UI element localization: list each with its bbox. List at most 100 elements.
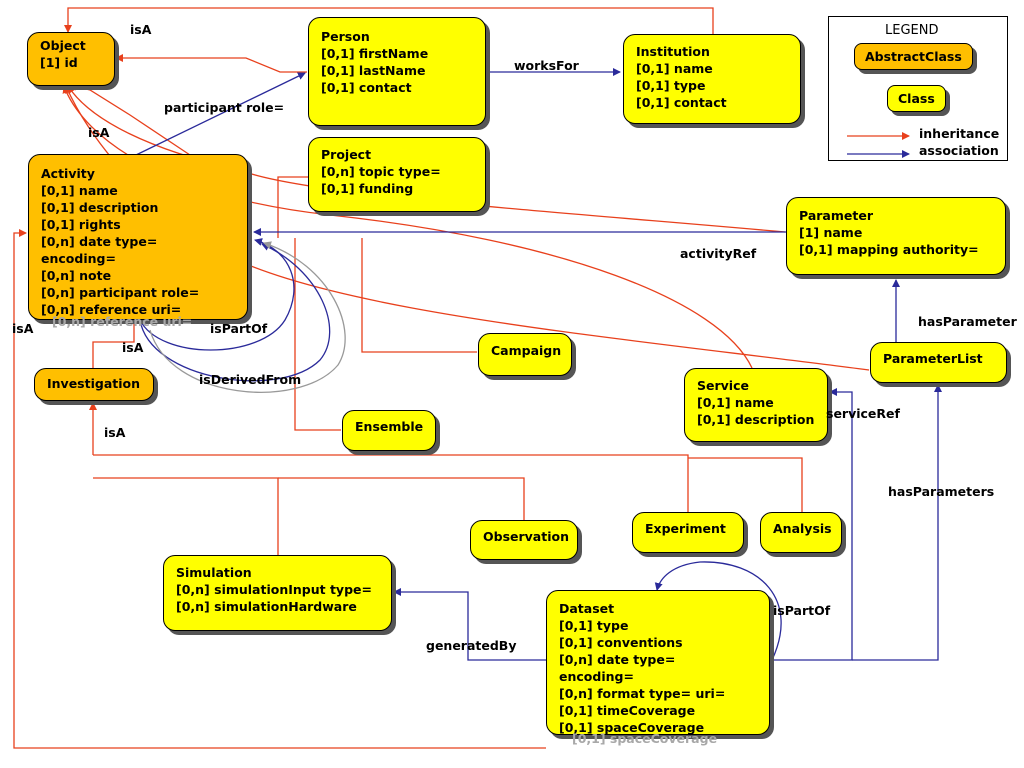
project-attr: [0,n] topic type= bbox=[321, 164, 441, 179]
label-isa-investigation: isA bbox=[122, 340, 144, 355]
object-attr: [1] id bbox=[40, 55, 78, 70]
inheritance-simulation-investigation bbox=[93, 477, 279, 555]
dataset-overflow-text: [0,1] spaceCoverage bbox=[572, 731, 718, 746]
association-is-derived-from-ghost bbox=[149, 241, 346, 393]
analysis-class[interactable]: Analysis bbox=[760, 512, 842, 553]
activity-attr: [0,1] name bbox=[41, 183, 118, 198]
observation-class[interactable]: Observation bbox=[470, 520, 578, 560]
investigation-class[interactable]: Investigation bbox=[34, 368, 154, 401]
label-generated-by: generatedBy bbox=[426, 638, 517, 653]
project-attr: [0,1] funding bbox=[321, 181, 414, 196]
dataset-attr: [0,n] format type= uri= bbox=[559, 686, 726, 701]
object-title: Object bbox=[40, 38, 86, 53]
person-class[interactable]: Person [0,1] firstName [0,1] lastName [0… bbox=[308, 17, 486, 126]
person-title: Person bbox=[321, 29, 370, 44]
inheritance-institution-object bbox=[64, 7, 714, 34]
parameter-attr: [0,1] mapping authority= bbox=[799, 242, 979, 257]
service-attr: [0,1] description bbox=[697, 412, 815, 427]
association-participant-role bbox=[135, 72, 306, 156]
institution-title: Institution bbox=[636, 44, 710, 59]
label-is-part-of-activity: isPartOf bbox=[210, 321, 268, 336]
association-has-parameters bbox=[852, 384, 942, 661]
project-title: Project bbox=[321, 147, 372, 162]
label-works-for: worksFor bbox=[514, 58, 579, 73]
activity-attr: encoding= bbox=[41, 251, 116, 266]
experiment-class[interactable]: Experiment bbox=[632, 512, 744, 553]
analysis-title: Analysis bbox=[773, 521, 832, 536]
institution-class[interactable]: Institution [0,1] name [0,1] type [0,1] … bbox=[623, 34, 801, 124]
label-isa-top: isA bbox=[130, 22, 152, 37]
label-isa-activity: isA bbox=[88, 125, 110, 140]
activity-attr: [0,n] participant role= bbox=[41, 285, 200, 300]
legend: LEGEND AbstractClass Class inheritance a… bbox=[828, 16, 1008, 161]
object-class[interactable]: Object [1] id bbox=[27, 32, 115, 86]
ensemble-title: Ensemble bbox=[355, 419, 424, 434]
activity-overflow-text: [0,n] reference uri= bbox=[52, 314, 193, 329]
service-attr: [0,1] name bbox=[697, 395, 774, 410]
dataset-title: Dataset bbox=[559, 601, 615, 616]
dataset-attr: encoding= bbox=[559, 669, 634, 684]
parameter-title: Parameter bbox=[799, 208, 873, 223]
person-attr: [0,1] firstName bbox=[321, 46, 429, 61]
inheritance-service-object bbox=[62, 85, 753, 369]
parameterlist-class[interactable]: ParameterList bbox=[870, 342, 1007, 383]
activity-attr: [0,n] date type= bbox=[41, 234, 158, 249]
simulation-attr: [0,n] simulationHardware bbox=[176, 599, 357, 614]
person-attr: [0,1] contact bbox=[321, 80, 412, 95]
dataset-attr: [0,n] date type= bbox=[559, 652, 676, 667]
observation-title: Observation bbox=[483, 529, 569, 544]
project-class[interactable]: Project [0,n] topic type= [0,1] funding bbox=[308, 137, 486, 212]
simulation-title: Simulation bbox=[176, 565, 252, 580]
legend-title: LEGEND bbox=[885, 23, 939, 38]
label-has-parameter: hasParameter bbox=[918, 314, 1017, 329]
activity-attr: [0,1] description bbox=[41, 200, 159, 215]
label-participant-role: participant role= bbox=[164, 100, 285, 115]
simulation-class[interactable]: Simulation [0,n] simulationInput type= [… bbox=[163, 555, 392, 631]
association-service-ref bbox=[770, 388, 853, 661]
activity-title: Activity bbox=[41, 166, 95, 181]
parameter-attr: [1] name bbox=[799, 225, 863, 240]
parameterlist-title: ParameterList bbox=[883, 351, 983, 366]
service-class[interactable]: Service [0,1] name [0,1] description bbox=[684, 368, 828, 442]
institution-attr: [0,1] type bbox=[636, 78, 706, 93]
simulation-attr: [0,n] simulationInput type= bbox=[176, 582, 372, 597]
legend-lines bbox=[847, 132, 910, 158]
dataset-attr: [0,1] spaceCoverage bbox=[559, 720, 705, 735]
label-service-ref: serviceRef bbox=[826, 406, 900, 421]
institution-attr: [0,1] name bbox=[636, 61, 713, 76]
service-title: Service bbox=[697, 378, 749, 393]
legend-inheritance-label: inheritance bbox=[919, 126, 1000, 141]
association-is-part-of-dataset bbox=[654, 561, 782, 661]
inheritance-observation-investigation bbox=[278, 477, 525, 520]
legend-class: Class bbox=[887, 85, 946, 112]
label-is-part-of-dataset: isPartOf bbox=[773, 603, 831, 618]
legend-association-label: association bbox=[919, 143, 999, 158]
inheritance-parameterlist-object bbox=[65, 85, 870, 371]
association-is-part-of-activity bbox=[139, 238, 295, 351]
activity-attr: [0,n] reference uri= bbox=[41, 302, 182, 317]
dataset-class[interactable]: Dataset [0,1] type [0,1] conventions [0,… bbox=[546, 590, 770, 735]
ensemble-class[interactable]: Ensemble bbox=[342, 410, 436, 451]
inheritance-analysis-investigation bbox=[688, 457, 803, 512]
association-is-derived-from bbox=[139, 243, 331, 382]
label-has-parameters: hasParameters bbox=[888, 484, 995, 499]
dataset-attr: [0,1] conventions bbox=[559, 635, 683, 650]
label-isa-left: isA bbox=[12, 321, 34, 336]
parameter-class[interactable]: Parameter [1] name [0,1] mapping authori… bbox=[786, 197, 1006, 275]
dataset-attr: [0,1] timeCoverage bbox=[559, 703, 696, 718]
institution-attr: [0,1] contact bbox=[636, 95, 727, 110]
inheritance-activity-object bbox=[69, 82, 191, 156]
label-is-derived-from: isDerivedFrom bbox=[199, 372, 302, 387]
campaign-title: Campaign bbox=[491, 343, 562, 358]
inheritance-investigation-activity bbox=[92, 320, 135, 368]
association-generated-by bbox=[393, 588, 546, 661]
label-activity-ref: activityRef bbox=[680, 246, 757, 261]
activity-attr: [0,1] rights bbox=[41, 217, 121, 232]
investigation-title: Investigation bbox=[47, 376, 141, 391]
dataset-attr: [0,1] type bbox=[559, 618, 629, 633]
activity-class[interactable]: Activity [0,1] name [0,1] description [0… bbox=[28, 154, 248, 320]
campaign-class[interactable]: Campaign bbox=[478, 333, 572, 376]
inheritance-person-object bbox=[115, 54, 307, 73]
legend-abstract-class: AbstractClass bbox=[854, 43, 973, 70]
